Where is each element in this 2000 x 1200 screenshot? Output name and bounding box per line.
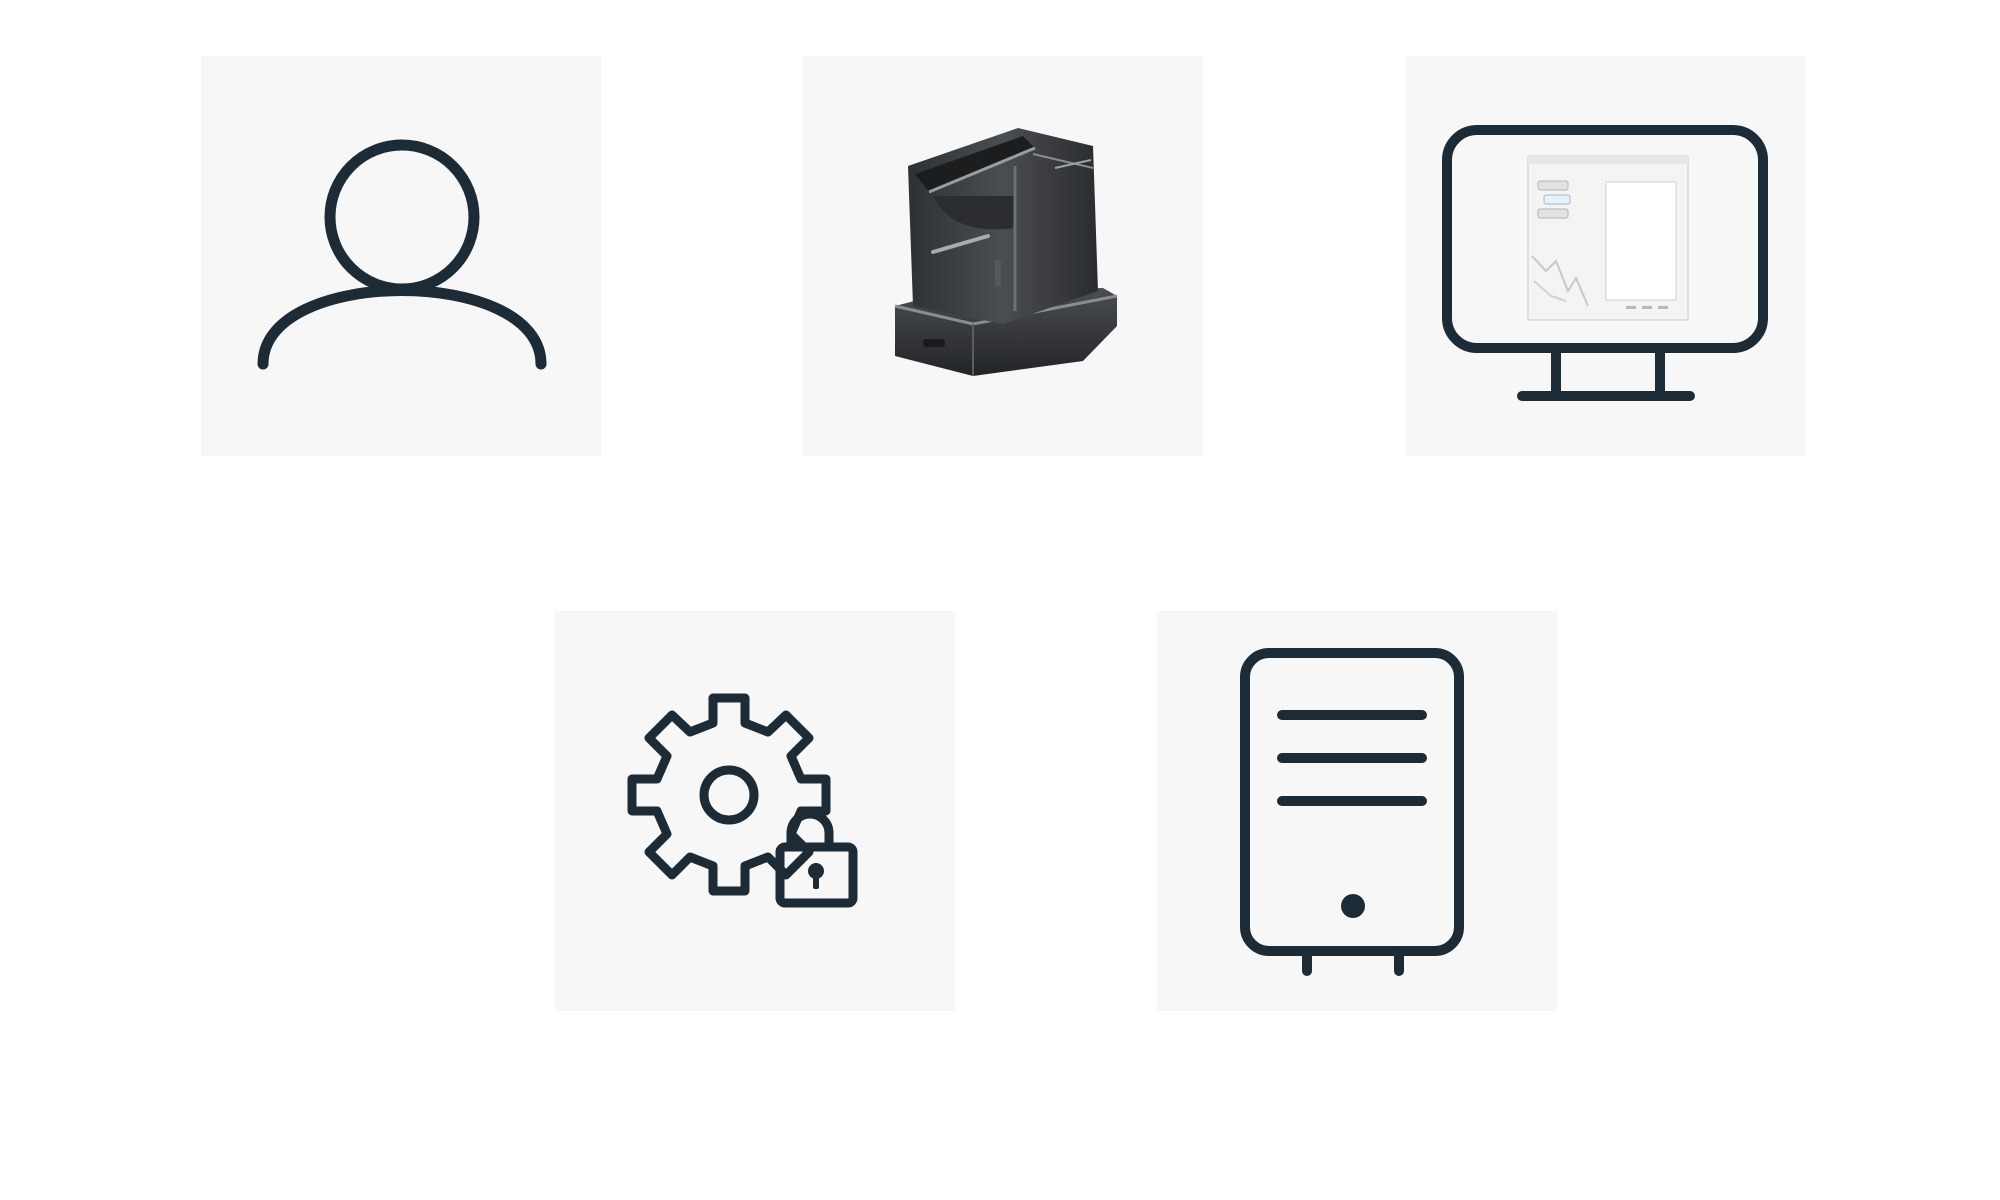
- tile-tower: [1157, 611, 1557, 1011]
- gear-lock-icon: [627, 693, 858, 908]
- monitor-icon: [1442, 125, 1768, 401]
- tile-settings: [555, 611, 955, 1011]
- user-icon: [257, 139, 547, 370]
- charging-dock-icon: [894, 128, 1118, 376]
- screen-thumbnail: [1527, 155, 1689, 321]
- tile-dock: [803, 56, 1203, 456]
- server-tower-icon: [1240, 648, 1464, 976]
- tile-user: [201, 56, 601, 456]
- tile-monitor: [1406, 56, 1806, 456]
